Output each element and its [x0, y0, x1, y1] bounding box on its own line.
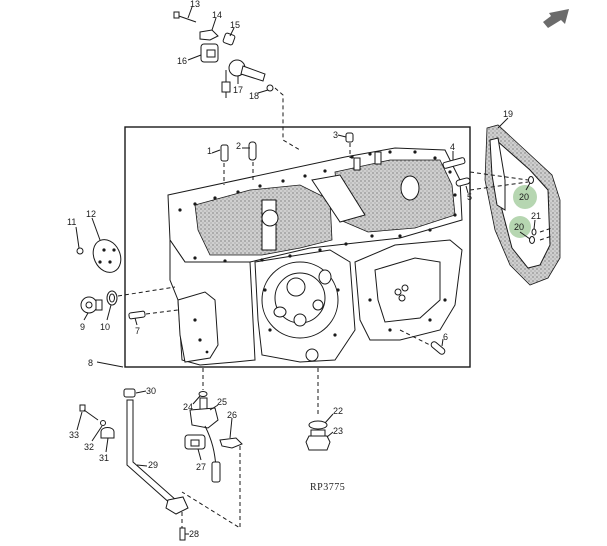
part-18-oring	[266, 84, 274, 92]
assembly-line-linkage	[181, 446, 241, 529]
callout-15[interactable]: 15	[230, 20, 240, 30]
callout-6[interactable]: 6	[443, 332, 448, 342]
callout-18[interactable]: 18	[249, 91, 259, 101]
case-frame-box	[124, 126, 471, 368]
assembly-line-top	[274, 87, 301, 151]
callout-12[interactable]: 12	[86, 209, 96, 219]
part-30-nut	[123, 388, 136, 398]
callout-7[interactable]: 7	[135, 326, 140, 336]
deck-holes	[178, 150, 457, 337]
arrow-up-right-icon[interactable]	[539, 6, 573, 28]
part-25-housing	[189, 397, 221, 483]
part-22-oring	[308, 420, 328, 430]
callout-19[interactable]: 19	[503, 109, 513, 119]
part-21-oring	[531, 228, 537, 236]
part-2-pin	[248, 141, 257, 180]
callout-22[interactable]: 22	[333, 406, 343, 416]
callout-31[interactable]: 31	[99, 453, 109, 463]
part-3-plug	[345, 132, 354, 158]
callout-25[interactable]: 25	[217, 397, 227, 407]
callout-10[interactable]: 10	[100, 322, 110, 332]
part-4-spring	[442, 157, 466, 169]
callout-2[interactable]: 2	[236, 141, 241, 151]
callout-20a[interactable]: 20	[519, 192, 529, 202]
callout-8[interactable]: 8	[88, 358, 93, 368]
callout-11[interactable]: 11	[67, 217, 76, 227]
part-11-screw	[76, 247, 84, 255]
highlight-marker-20b[interactable]	[509, 216, 531, 238]
part-9-plug	[80, 296, 103, 314]
callout-17[interactable]: 17	[233, 85, 243, 95]
part-26-lever	[219, 437, 243, 449]
callout-3[interactable]: 3	[333, 130, 338, 140]
part-29-rod	[126, 399, 189, 515]
part-33-bolt	[79, 404, 99, 421]
callout-4[interactable]: 4	[450, 142, 455, 152]
part-20-oring	[528, 176, 535, 244]
part-12-cover	[92, 239, 122, 273]
highlight-marker-20a[interactable]	[513, 185, 537, 209]
callout-29[interactable]: 29	[148, 460, 158, 470]
arrow-shape	[543, 9, 569, 28]
part-13-bolt	[173, 11, 197, 23]
callout-33[interactable]: 33	[69, 430, 79, 440]
callout-9[interactable]: 9	[80, 322, 85, 332]
part-6-dowel	[399, 329, 446, 355]
part-28-bolt	[179, 512, 186, 541]
part-14-clip	[199, 29, 219, 41]
part-7-spring	[128, 309, 179, 320]
callout-32[interactable]: 32	[84, 442, 94, 452]
part-5-dowel	[455, 177, 471, 187]
transmission-case	[167, 147, 463, 366]
part-27-bracket	[184, 434, 206, 450]
part-32-washer	[100, 420, 106, 426]
part-15-bushing	[222, 32, 236, 46]
part-23-plug	[305, 429, 331, 451]
callout-14[interactable]: 14	[212, 10, 222, 20]
assembly-lines-gasket	[469, 171, 553, 241]
part-1-stud	[220, 144, 229, 185]
callout-30[interactable]: 30	[146, 386, 156, 396]
callout-28[interactable]: 28	[189, 529, 199, 539]
callout-24[interactable]: 24	[183, 402, 193, 412]
reference-code: RP3775	[310, 482, 345, 493]
part-10-washer	[106, 290, 118, 306]
callout-5[interactable]: 5	[467, 192, 472, 202]
callout-20b[interactable]: 20	[514, 222, 524, 232]
callout-27[interactable]: 27	[196, 462, 206, 472]
callout-13[interactable]: 13	[190, 0, 200, 9]
part-16-block	[200, 43, 219, 63]
part-17-shaft	[221, 59, 266, 98]
leader-lines	[75, 6, 536, 535]
callout-23[interactable]: 23	[333, 426, 343, 436]
assembly-line-left	[117, 286, 176, 297]
callout-1[interactable]: 1	[207, 146, 212, 156]
part-31-clamp	[100, 427, 115, 439]
callout-16[interactable]: 16	[177, 56, 187, 66]
callout-26[interactable]: 26	[227, 410, 237, 420]
callout-labels: 13 14 15 16 17 18 1 2 3 4 5 6 7 8 9 10 1…	[67, 0, 541, 539]
part-24-washer	[198, 391, 208, 397]
callout-21[interactable]: 21	[531, 211, 541, 221]
